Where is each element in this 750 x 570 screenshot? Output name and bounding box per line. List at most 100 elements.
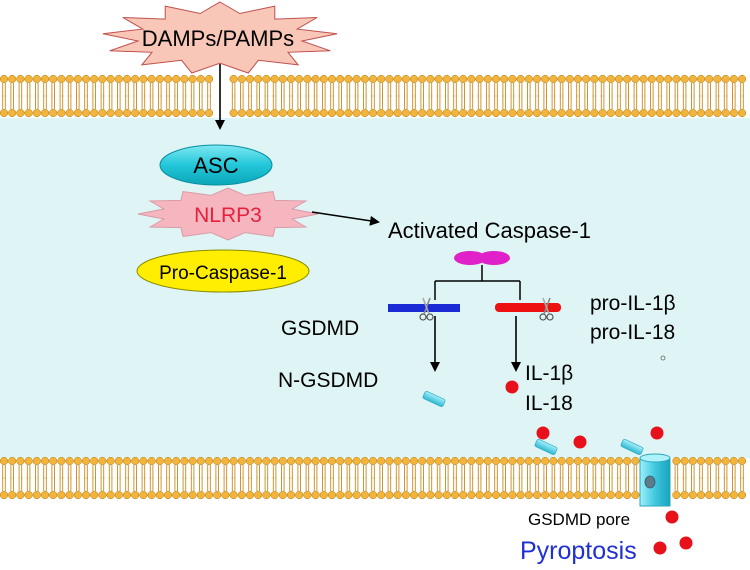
lipid-head [286,74,296,84]
lipid-head [573,74,583,84]
lipid-head [377,74,386,84]
lipid-head [98,74,107,84]
lipid-head [327,490,337,500]
lipid-head [131,490,140,500]
lipid-head [508,456,517,466]
lipid-head [155,108,164,118]
lipid-head [426,456,435,466]
lipid-head [336,456,345,466]
cytoplasm-region [0,118,750,458]
asc-label: ASC [193,153,238,178]
lipid-head [262,456,271,466]
lipid-head [483,74,492,84]
cytokine-dot [653,541,667,555]
lipid-head [245,490,255,500]
lipid-head [377,108,386,118]
lipid-head [114,490,123,500]
lipid-head [73,456,82,466]
lipid-head [270,108,279,118]
lipid-head [655,74,665,84]
lipid-head [631,108,640,118]
lipid-head [286,456,296,466]
scissors-icon [539,297,554,321]
pro-il-bar [495,303,561,312]
lipid-head [549,74,558,84]
lipid-head [65,456,74,466]
lipid-head [131,74,140,84]
lipid-head [672,74,681,84]
lipid-head [418,108,427,118]
lipid-head [344,456,353,466]
lipid-head [401,490,410,500]
lipid-head [278,74,287,84]
lipid-head [65,74,74,84]
lipid-head [49,456,58,466]
lipid-head [426,490,435,500]
lipid-head [311,456,320,466]
lipid-head [229,456,238,466]
lipid-head [623,490,632,500]
lipid-head [254,490,263,500]
lipid-head [737,490,747,500]
lipid-head [106,490,115,500]
lipid-head [557,74,566,84]
lipid-head [40,74,50,84]
lipid-head [664,74,673,84]
lipid-head [532,456,542,466]
lipid-head [549,108,558,118]
lipid-head [606,490,615,500]
lipid-head [450,108,460,118]
caspase-dimer-left [454,251,486,265]
lipid-head [680,490,689,500]
lipid-head [81,74,91,84]
n-gsdmd-fragment [534,438,558,456]
il-1b-label: IL-1β [525,362,573,385]
lipid-head [475,108,484,118]
lipid-head [368,74,378,84]
lipid-head [729,456,738,466]
lipid-head [557,456,566,466]
lipid-head [155,74,164,84]
lipid-head [163,490,173,500]
lipid-head [114,456,123,466]
lipid-head [311,108,320,118]
lipid-head [467,490,476,500]
lipid-head [582,456,591,466]
lipid-head [442,456,451,466]
lipid-head [278,108,287,118]
lipid-head [491,456,501,466]
lipid-head [737,74,747,84]
lipid-head [385,456,394,466]
lipid-head [57,74,66,84]
lipid-head [8,456,17,466]
lipid-head [32,490,41,500]
lipid-head [188,74,197,84]
lipid-head [696,490,706,500]
lipid-head [516,490,525,500]
lipid-head [204,108,214,118]
lipid-head [582,490,591,500]
lipid-head [16,74,25,84]
lipid-head [549,456,558,466]
lipid-head [155,456,164,466]
lipid-head [582,108,591,118]
lipid-head [532,74,542,84]
lipid-head [360,490,369,500]
nlrp3-label: NLRP3 [194,204,262,227]
n-gsdmd-fragment [620,438,644,456]
lipid-head [647,74,656,84]
lipid-head [639,74,648,84]
lipid-head [139,74,148,84]
lipid-head [516,456,525,466]
lipid-head [155,490,164,500]
asc-ellipse [159,144,273,186]
lipid-head [565,490,574,500]
lipid-head [696,74,706,84]
lipid-head [532,108,542,118]
lipid-head [204,490,214,500]
lipid-head [426,74,435,84]
lipid-head [688,108,697,118]
lipid-head [319,108,328,118]
lipid-head [81,108,91,118]
